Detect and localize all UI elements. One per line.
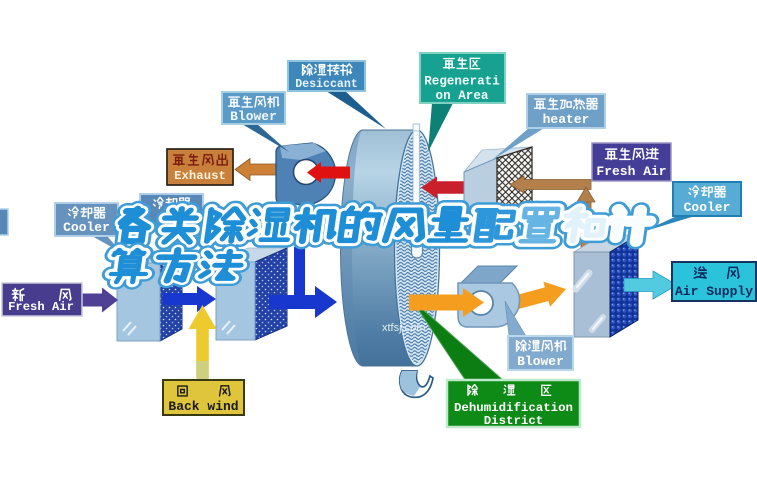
svg-text:xtfsj.com: xtfsj.com [382, 322, 425, 334]
svg-text:Cooler: Cooler [63, 220, 110, 235]
svg-text:District: District [484, 414, 544, 428]
svg-text:Regenerati: Regenerati [424, 75, 500, 89]
svg-text:Blower: Blower [230, 109, 277, 124]
svg-text:on Area: on Area [436, 89, 489, 103]
svg-text:Back wind: Back wind [168, 399, 238, 414]
svg-text:Blower: Blower [517, 354, 564, 369]
svg-text:heater: heater [543, 112, 590, 127]
svg-text:Fresh Air: Fresh Air [596, 164, 666, 179]
svg-text:Fresh Air: Fresh Air [8, 300, 74, 314]
svg-text:Desiccant: Desiccant [295, 78, 358, 91]
svg-text:Exhaust: Exhaust [174, 169, 226, 183]
svg-text:Dehumidification: Dehumidification [454, 401, 573, 415]
svg-text:Air Supply: Air Supply [675, 284, 753, 299]
svg-text:Cooler: Cooler [684, 200, 731, 215]
